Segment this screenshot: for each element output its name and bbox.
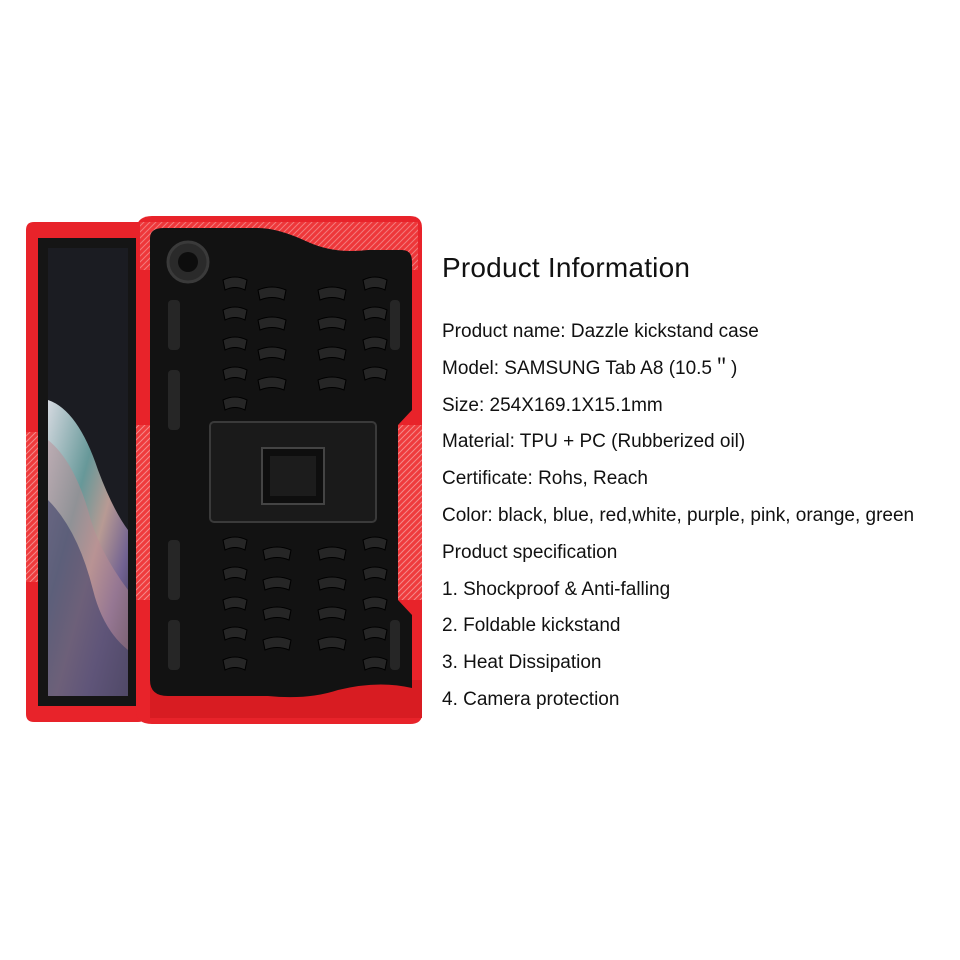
product-information-panel: Product Information Product name: Dazzle… xyxy=(442,248,952,719)
spec-color: Color: black, blue, red,white, purple, p… xyxy=(442,504,915,526)
spec-feature-4: 4. Camera protection xyxy=(442,688,620,710)
spec-list: Product name: Dazzle kickstand case Mode… xyxy=(442,314,952,719)
spec-feature-3: 3. Heat Dissipation xyxy=(442,652,602,674)
kickstand xyxy=(209,421,377,523)
spec-size: Size: 254X169.1X15.1mm xyxy=(442,394,663,416)
tablet-case-illustration xyxy=(26,216,422,724)
spec-certificate: Certificate: Rohs, Reach xyxy=(442,468,648,490)
tablet-back-case xyxy=(136,216,422,724)
spec-product-name: Product name: Dazzle kickstand case xyxy=(442,321,759,342)
spec-material: Material: TPU + PC (Rubberized oil) xyxy=(442,431,746,453)
info-title: Product Information xyxy=(442,252,691,283)
spec-heading: Product specification xyxy=(442,541,618,563)
tablet-front-view xyxy=(26,222,146,722)
product-photo xyxy=(18,210,436,730)
spec-feature-1: 1. Shockproof & Anti-falling xyxy=(442,578,671,600)
spec-feature-2: 2. Foldable kickstand xyxy=(442,615,621,637)
spec-model: Model: SAMSUNG Tab A8 (10.5＂) xyxy=(442,357,738,379)
